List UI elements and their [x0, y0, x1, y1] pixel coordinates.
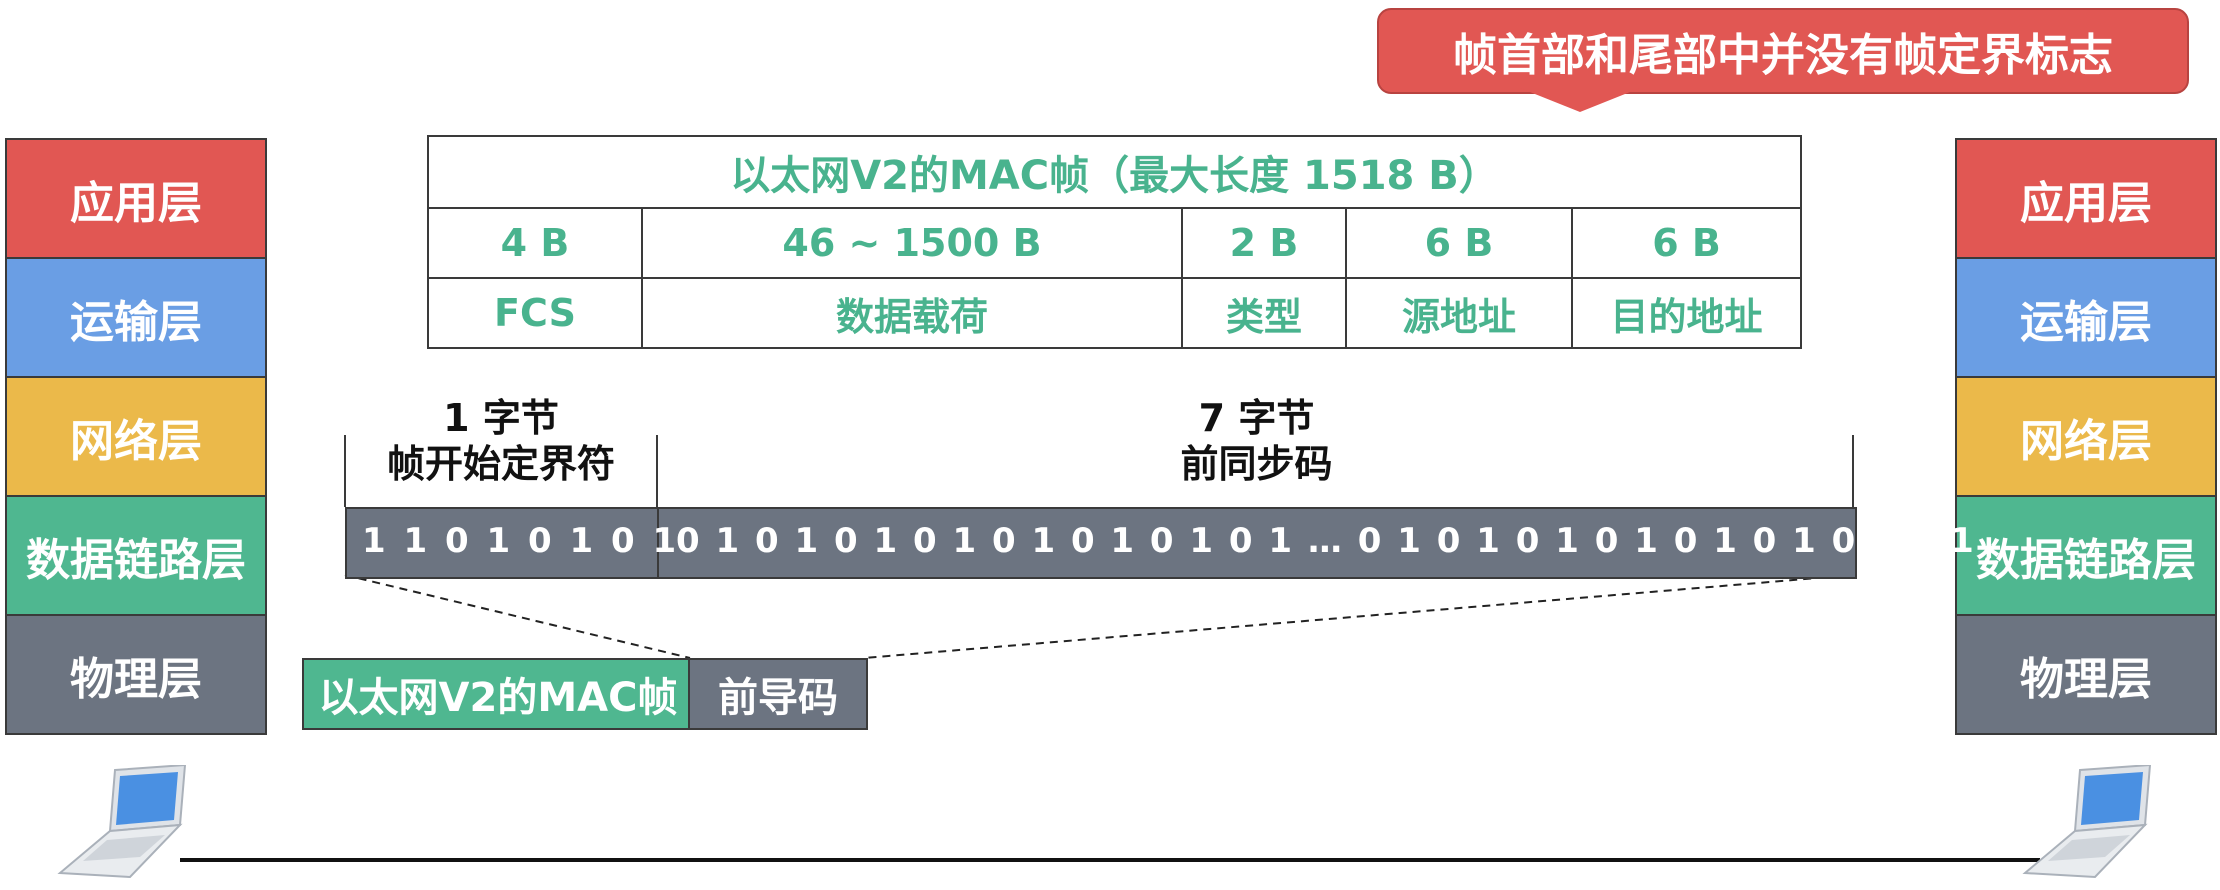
layer-physical: 物理层 [5, 614, 267, 735]
field-fcs: FCS [427, 277, 643, 349]
size-fcs: 4 B [427, 207, 643, 279]
sfd-header: 1 字节 帧开始定界符 [345, 395, 657, 487]
laptop-icon [2022, 765, 2152, 879]
sfd-bits-bar [345, 507, 663, 579]
preamble-bytes: 7 字节 [1198, 396, 1315, 440]
sfd-bytes: 1 字节 [443, 396, 559, 440]
size-dst: 6 B [1570, 207, 1803, 279]
callout-pointer [1520, 88, 1640, 112]
layer-network: 网络层 [1955, 376, 2217, 497]
preamble-name: 前同步码 [1180, 442, 1333, 486]
callout-text: 帧首部和尾部中并没有帧定界标志 [1453, 30, 2113, 81]
layer-application: 应用层 [1955, 138, 2217, 259]
mac-frame-box: 以太网V2的MAC帧 [302, 658, 694, 730]
preamble-bits-bar [657, 507, 1857, 579]
size-payload: 46 ~ 1500 B [641, 207, 1183, 279]
callout-note: 帧首部和尾部中并没有帧定界标志 [1377, 8, 2189, 94]
laptop-icon [57, 765, 187, 879]
layer-datalink: 数据链路层 [1955, 495, 2217, 616]
size-src: 6 B [1345, 207, 1573, 279]
size-type: 2 B [1181, 207, 1347, 279]
right-layer-stack: 应用层 运输层 网络层 数据链路层 物理层 [1955, 138, 2217, 735]
layer-transport: 运输层 [5, 257, 267, 378]
left-layer-stack: 应用层 运输层 网络层 数据链路层 物理层 [5, 138, 267, 735]
layer-datalink: 数据链路层 [5, 495, 267, 616]
mac-frame-table: 以太网V2的MAC帧（最大长度 1518 B） 4 B 46 ~ 1500 B … [426, 135, 1803, 349]
preamble-bits: 0 1 0 1 0 1 0 1 0 1 0 1 0 1 0 1 … 0 1 0 … [676, 521, 1976, 561]
field-type: 类型 [1181, 277, 1347, 349]
preamble-header: 7 字节 前同步码 [660, 395, 1853, 487]
layer-physical: 物理层 [1955, 614, 2217, 735]
field-dst: 目的地址 [1570, 277, 1803, 349]
sfd-bits: 1 1 0 1 0 1 0 1 [362, 521, 680, 561]
field-src: 源地址 [1345, 277, 1573, 349]
sfd-name: 帧开始定界符 [386, 442, 615, 486]
field-payload: 数据载荷 [641, 277, 1183, 349]
layer-network: 网络层 [5, 376, 267, 497]
frame-title: 以太网V2的MAC帧（最大长度 1518 B） [426, 135, 1803, 209]
preamble-box: 前导码 [688, 658, 868, 730]
layer-application: 应用层 [5, 138, 267, 259]
